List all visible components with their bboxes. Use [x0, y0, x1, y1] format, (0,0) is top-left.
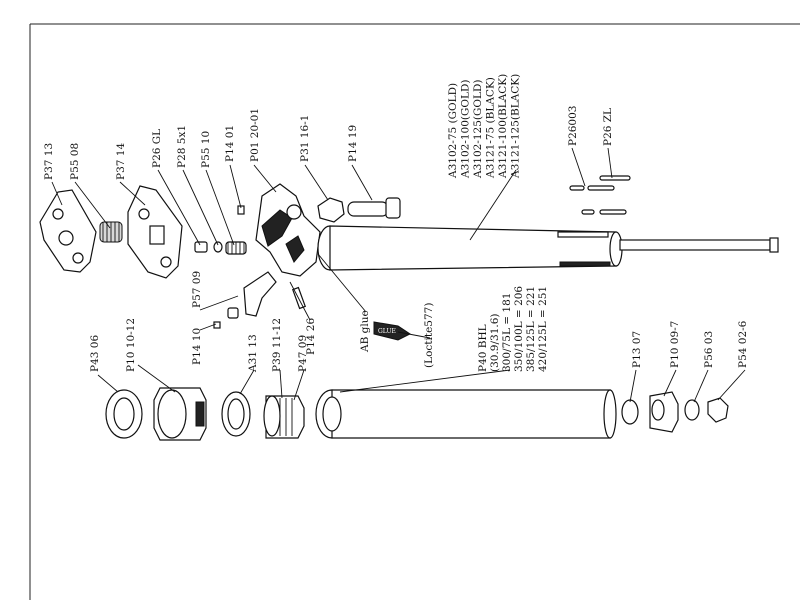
- part-p14-10-screw: [213, 321, 221, 329]
- label-p26-zl: P26 ZL: [602, 108, 614, 146]
- part-p37-13-clamp-plate: [39, 189, 97, 273]
- tube-variant-6: 420/125L = 251: [537, 286, 549, 372]
- part-p28-oring: [213, 241, 223, 253]
- label-p28-5x1: P28 5x1: [176, 125, 188, 168]
- leader-lines: [51, 147, 746, 403]
- part-p26-gl-pin: [194, 241, 208, 253]
- label-p39-11-12: P39 11-12: [271, 318, 283, 372]
- label-p54-02-6: P54 02-6: [737, 320, 749, 368]
- label-p55-10: P55 10: [200, 131, 212, 168]
- tube-variant-5: 385/125L = 221: [525, 286, 537, 372]
- part-p40-bhl-tube: [315, 389, 617, 439]
- part-p57-09-lever: [227, 271, 277, 319]
- label-p57-09: P57 09: [191, 271, 203, 308]
- cartridge-variant-6: A3121-125(BLACK): [510, 74, 522, 179]
- part-p26003-pins: [569, 175, 631, 215]
- part-p14-19-bolt: [347, 197, 401, 219]
- label-p14-01: P14 01: [224, 125, 236, 162]
- label-p10-09-7: P10 09-7: [669, 321, 681, 368]
- glue-tube-icon: GLUE: [373, 321, 411, 341]
- part-p54-02-6-nut: [707, 397, 729, 423]
- label-p26003: P26003: [567, 106, 579, 146]
- tube-variant-2: (30.9/31.6): [489, 314, 501, 373]
- label-p13-07: P13 07: [631, 331, 643, 368]
- part-a31-13-ring: [221, 391, 251, 437]
- cartridge-variant-1: A3102-75 (GOLD): [447, 83, 459, 179]
- part-p10-10-12-collar: [153, 387, 207, 441]
- label-p01-20-01: P01 20-01: [249, 108, 261, 162]
- part-p14-01-screw: [237, 205, 245, 215]
- label-p14-19: P14 19: [347, 125, 359, 162]
- cartridge-variant-5: A3121-100(BLACK): [497, 74, 509, 179]
- part-p37-14-clamp-base: [127, 185, 183, 279]
- label-p37-14: P37 14: [115, 143, 127, 180]
- label-p47-09: P47 09: [297, 335, 309, 372]
- label-p26-gl: P26 GL: [151, 129, 163, 168]
- cartridge-variant-list: A3102-75 (GOLD)A3102-100(GOLD)A3102-125(…: [447, 74, 522, 179]
- tube-variant-4: 350/100L = 206: [513, 286, 525, 372]
- part-p56-03-oring: [684, 399, 700, 421]
- part-labels: P37 13 P55 08 P37 14 P26 GL P28 5x1 P55 …: [43, 106, 749, 373]
- label-p14-26: P14 26: [305, 318, 317, 355]
- part-p55-10-spring: [225, 241, 247, 255]
- label-p43-06: P43 06: [89, 335, 101, 372]
- part-p43-06-ring: [105, 389, 143, 439]
- part-p10-09-7-cap: [649, 391, 679, 433]
- part-cartridge-cylinder: [317, 225, 779, 271]
- cartridge-variant-2: A3102-100(GOLD): [460, 80, 472, 179]
- part-p31-16-1-hex-nut: [317, 197, 345, 223]
- label-ab-glue: AB glue: [359, 310, 371, 353]
- cartridge-variant-3: A3102-125(GOLD): [472, 80, 484, 179]
- part-p55-08-spring: [99, 221, 123, 243]
- glue-tube-label: GLUE: [378, 328, 396, 335]
- tube-variant-1: P40 BHL: [477, 324, 489, 372]
- part-p01-head-assembly: [255, 183, 321, 277]
- label-a31-13: A31 13: [247, 334, 259, 373]
- label-loctite: (Loctite577): [423, 303, 435, 368]
- cartridge-variant-4: A3121-75 (BLACK): [485, 77, 497, 179]
- part-p39-p47-bushing: [263, 395, 305, 439]
- part-p13-07-washer: [621, 399, 639, 425]
- tube-variant-3: 300/75L = 181: [501, 293, 513, 372]
- label-p10-10-12: P10 10-12: [125, 318, 137, 372]
- label-p56-03: P56 03: [703, 331, 715, 368]
- label-p37-13: P37 13: [43, 143, 55, 180]
- label-p55-08: P55 08: [69, 143, 81, 180]
- label-p14-10: P14 10: [191, 328, 203, 365]
- label-p31-16-1: P31 16-1: [299, 115, 311, 162]
